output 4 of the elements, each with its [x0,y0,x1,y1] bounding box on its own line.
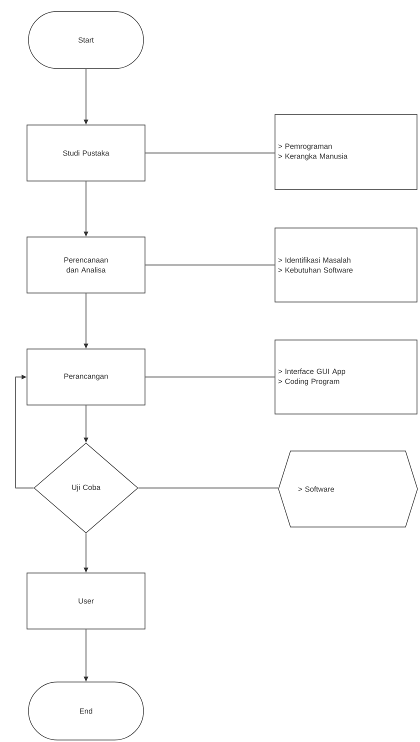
connector-line [145,152,275,154]
arrow [15,374,34,488]
connector-line [145,264,275,266]
connector-line [145,376,275,378]
